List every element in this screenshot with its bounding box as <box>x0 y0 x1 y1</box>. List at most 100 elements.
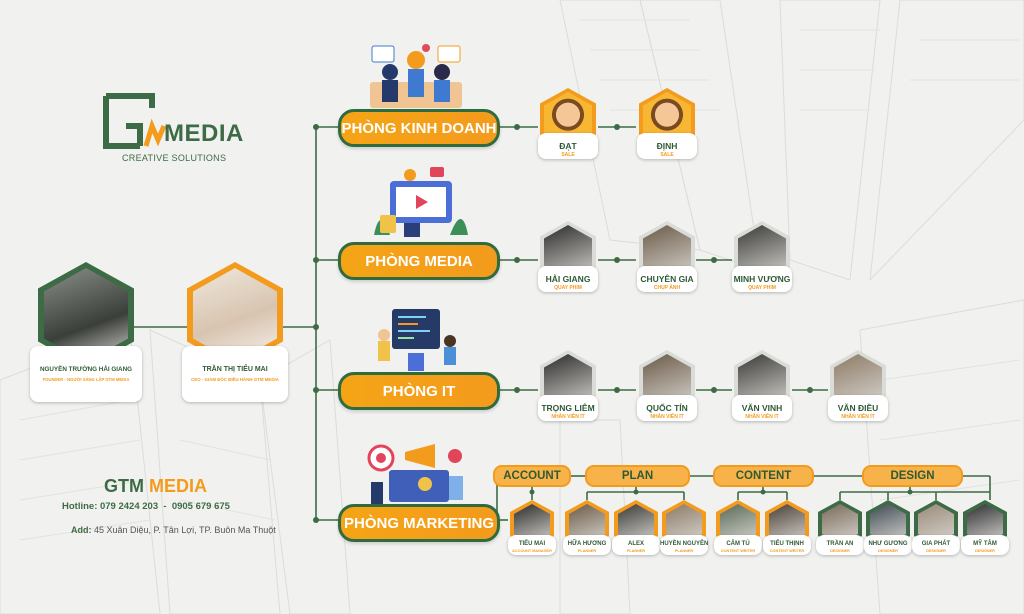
member-label-card: NHƯ GƯƠNG DESIGNER <box>864 535 912 555</box>
founder-name: NGUYỄN TRƯỜNG HẢI GIANG <box>39 366 133 373</box>
member-card: ALEX PLANNER <box>612 500 660 559</box>
footer-address-text: 45 Xuân Diệu, P. Tân Lợi, TP. Buôn Ma Th… <box>91 525 276 535</box>
gm-logo-mark-icon <box>103 93 167 149</box>
member-role: DESIGNER <box>830 549 850 553</box>
media-illustration <box>370 165 470 240</box>
member-role: PLANNER <box>674 549 694 553</box>
logo-word: MEDIA <box>164 120 244 147</box>
founder-card: NGUYỄN TRƯỜNG HẢI GIANG FOUNDER - NGƯỜI … <box>30 346 142 402</box>
member-role: PLANNER <box>626 549 646 553</box>
member-role: QUAY PHIM <box>748 285 776 291</box>
founder-role: FOUNDER - NGƯỜI SÁNG LẬP GTM MEDIA <box>42 377 130 382</box>
member-name: CẨM TÚ <box>726 541 750 547</box>
member-role: NHÂN VIÊN IT <box>650 414 684 420</box>
member-card: MỸ TÂM DESIGNER <box>961 500 1009 559</box>
member-role: SALE <box>561 152 575 158</box>
member-name: VĂN ĐIỀU <box>837 403 879 413</box>
footer-brand-gtm: GTM <box>104 476 144 496</box>
member-card: GIA PHÁT DESIGNER <box>912 500 960 559</box>
leader-founder: NGUYỄN TRƯỜNG HẢI GIANG FOUNDER - NGƯỜI … <box>30 262 142 402</box>
member-label-card: HỮA HƯƠNG PLANNER <box>563 535 611 555</box>
member-name: GIA PHÁT <box>921 541 951 547</box>
group-design: DESIGN <box>862 465 963 487</box>
member-card: HỮA HƯƠNG PLANNER <box>563 500 611 559</box>
member-label-card: HUYỀN NGUYÊN PLANNER <box>660 535 708 555</box>
member-label-card: ALEX PLANNER <box>612 535 660 555</box>
member-name: TRỌNG LIÊM <box>541 403 595 413</box>
member-role: ACCOUNT MANAGER <box>512 549 552 553</box>
member-card: NHƯ GƯƠNG DESIGNER <box>864 500 912 559</box>
footer-address: Add: 45 Xuân Diệu, P. Tân Lợi, TP. Buôn … <box>56 515 276 545</box>
logo-tagline: CREATIVE SOLUTIONS <box>122 153 227 163</box>
it-developers-icon <box>378 309 456 371</box>
member-name: HỮA HƯƠNG <box>567 541 607 547</box>
dept-marketing[interactable]: PHÒNG MARKETING <box>338 504 500 542</box>
member-label-card: TRẦN AN DESIGNER <box>816 535 864 555</box>
member-role: DESIGNER <box>975 549 995 553</box>
member-label-card: GIA PHÁT DESIGNER <box>912 535 960 555</box>
member-role: CONTENT WRITER <box>769 549 805 553</box>
member-name: TRẦN AN <box>826 541 854 547</box>
footer-brand-media: MEDIA <box>144 476 207 496</box>
member-card: HUYỀN NGUYÊN PLANNER <box>660 500 708 559</box>
member-name: CHUYÊN GIA <box>640 274 694 284</box>
dept-media[interactable]: PHÒNG MEDIA <box>338 242 500 280</box>
member-role: SALE <box>660 152 674 158</box>
footer-address-label: Add: <box>71 525 92 535</box>
leader-ceo: TRẦN THỊ TIỂU MAI CEO - GIÁM ĐỐC ĐIỀU HÀ… <box>182 262 288 402</box>
group-plan: PLAN <box>585 465 690 487</box>
group-account: ACCOUNT <box>493 465 571 487</box>
sales-illustration <box>366 42 466 110</box>
member-label-card: TIỂU THỊNH CONTENT WRITER <box>763 535 811 555</box>
member-name: MINH VƯƠNG <box>733 274 791 284</box>
footer-hotline: Hotline: 079 2424 203 - 0905 679 675 <box>62 501 230 512</box>
member-name: HẢI GIANG <box>545 274 591 284</box>
member-name: QUỐC TÍN <box>646 403 688 413</box>
member-name: VĂN VINH <box>741 403 783 413</box>
footer-brand: GTM MEDIA <box>104 476 207 497</box>
dept-it[interactable]: PHÒNG IT <box>338 372 500 410</box>
member-role: NHÂN VIÊN IT <box>745 414 779 420</box>
member-name: ĐỊNH <box>656 141 678 151</box>
ceo-role: CEO - GIÁM ĐỐC ĐIỀU HÀNH GTM MEDIA <box>191 377 279 382</box>
member-name: MỸ TÂM <box>973 541 997 547</box>
marketing-illustration <box>365 442 470 507</box>
member-name: ĐẠT <box>559 141 577 151</box>
member-role: NHÂN VIÊN IT <box>841 414 875 420</box>
member-name: HUYỀN NGUYÊN <box>660 541 709 547</box>
member-role: DESIGNER <box>878 549 898 553</box>
member-role: QUAY PHIM <box>554 285 582 291</box>
marketing-megaphone-icon <box>367 444 463 504</box>
member-role: DESIGNER <box>926 549 946 553</box>
company-logo: MEDIA CREATIVE SOLUTIONS <box>100 90 243 170</box>
member-name: TIỂU THỊNH <box>770 541 804 547</box>
ceo-card: TRẦN THỊ TIỂU MAI CEO - GIÁM ĐỐC ĐIỀU HÀ… <box>182 346 288 402</box>
member-name: ALEX <box>627 541 644 547</box>
dept-sales[interactable]: PHÒNG KINH DOANH <box>338 109 500 147</box>
member-name: NHƯ GƯƠNG <box>868 541 908 547</box>
group-content: CONTENT <box>713 465 814 487</box>
member-role: PLANNER <box>577 549 597 553</box>
ceo-name: TRẦN THỊ TIỂU MAI <box>202 366 268 373</box>
